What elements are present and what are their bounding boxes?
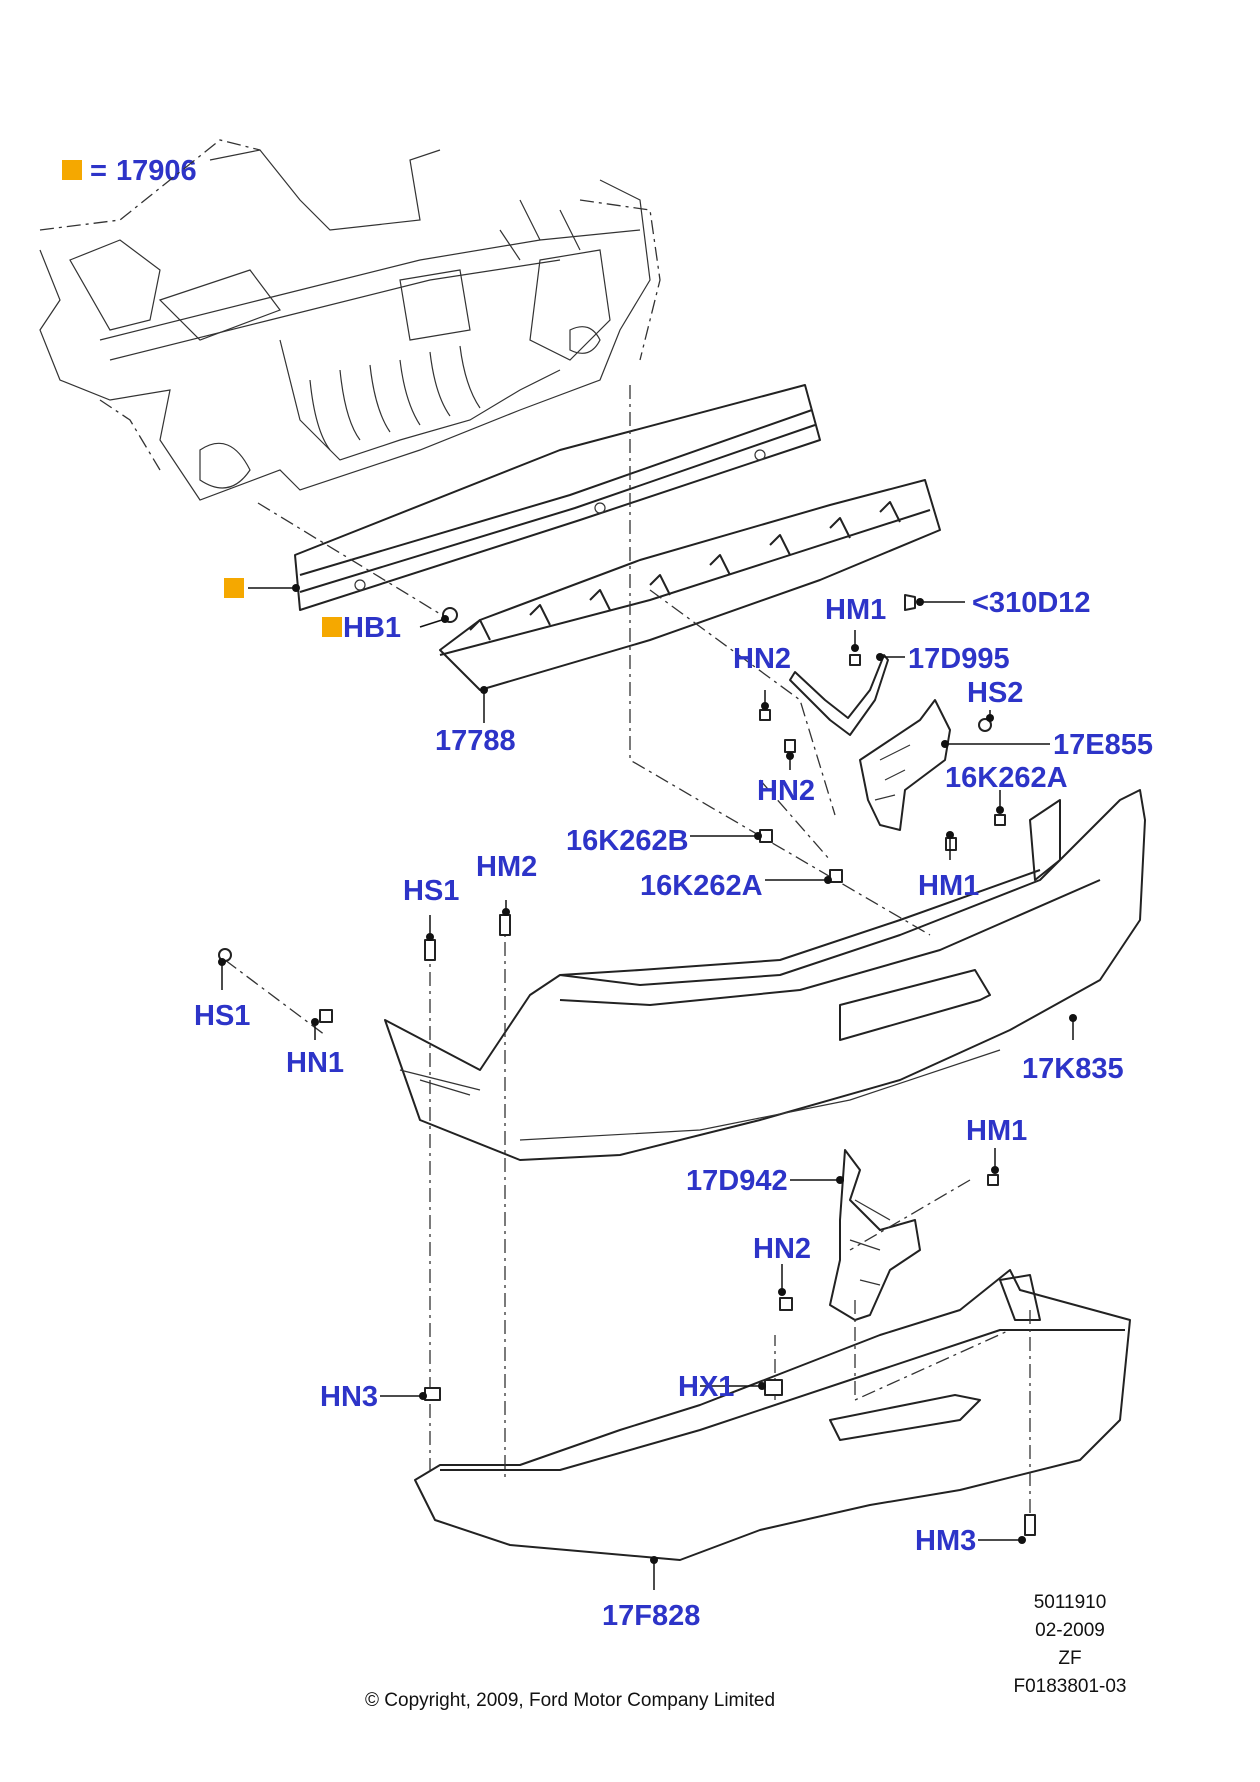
bumper-cover: [384, 789, 1146, 1161]
callout-16k262b: 16K262B: [566, 825, 689, 857]
callout-17906-swatch: [224, 578, 244, 598]
meta-line-2: 02-2009: [1035, 1620, 1105, 1641]
callout-hm2: HM2: [476, 851, 537, 883]
callout-hb1: HB1: [343, 612, 401, 644]
callout-hb1-swatch: [322, 617, 342, 637]
callout-16k262a-right: 16K262A: [945, 762, 1068, 794]
callout-hm1-mid: HM1: [918, 870, 979, 902]
callout-310d12: <310D12: [972, 587, 1091, 619]
callout-hn3: HN3: [320, 1381, 378, 1413]
callout-17k835: 17K835: [1022, 1053, 1124, 1085]
copyright-notice: © Copyright, 2009, Ford Motor Company Li…: [365, 1690, 775, 1711]
legend-swatch: [62, 160, 82, 180]
callout-hm1-top: HM1: [825, 594, 886, 626]
bracket-17e855: [859, 699, 951, 831]
callout-hn2-a: HN2: [733, 643, 791, 675]
callout-hm1-low: HM1: [966, 1115, 1027, 1147]
callouts: HB1 17788 <310D12 HM1 HN2 17D995 HS2 17E…: [194, 578, 1153, 1632]
callout-17e855: 17E855: [1053, 729, 1153, 761]
callout-hn1: HN1: [286, 1047, 344, 1079]
callout-hs2: HS2: [967, 677, 1023, 709]
leader-lines: [218, 584, 1077, 1590]
drawing-metadata: 5011910 02-2009 ZF F0183801-03: [1013, 1592, 1126, 1697]
callout-16k262a-left: 16K262A: [640, 870, 763, 902]
callout-hs1-top: HS1: [403, 875, 459, 907]
legend-code: 17906: [116, 155, 197, 187]
callout-hx1: HX1: [678, 1371, 734, 1403]
energy-absorber: [439, 479, 941, 691]
callout-17d995: 17D995: [908, 643, 1010, 675]
callout-17d942: 17D942: [686, 1165, 788, 1197]
rear-body-structure: [39, 139, 661, 501]
bracket-17d995: [789, 654, 889, 736]
lower-valance: [414, 1269, 1131, 1561]
callout-hs1-bottom: HS1: [194, 1000, 250, 1032]
bumper-reinforcement: [294, 384, 821, 611]
meta-line-3: ZF: [1058, 1648, 1081, 1669]
callout-hm3: HM3: [915, 1525, 976, 1557]
callout-hn2-c: HN2: [753, 1233, 811, 1265]
legend: = 17906: [62, 155, 197, 187]
fasteners: [218, 594, 1036, 1536]
legend-equals: =: [90, 155, 107, 187]
callout-hn2-b: HN2: [757, 775, 815, 807]
callout-17788: 17788: [435, 725, 516, 757]
callout-17f828: 17F828: [602, 1600, 700, 1632]
meta-line-4: F0183801-03: [1013, 1676, 1126, 1697]
meta-line-1: 5011910: [1034, 1592, 1107, 1613]
